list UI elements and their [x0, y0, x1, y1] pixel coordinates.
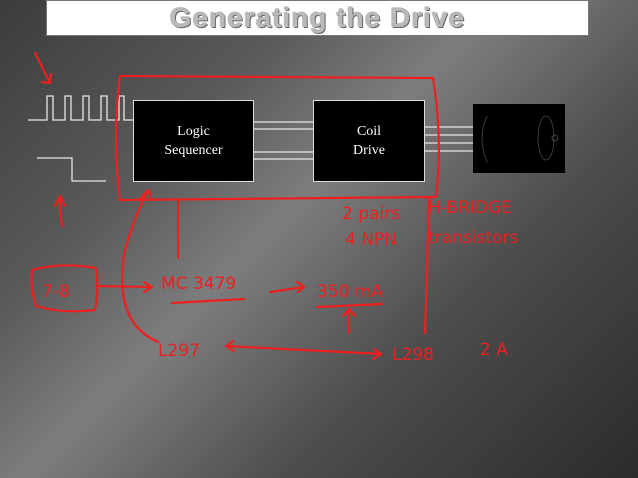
- mc-underline: [170, 297, 246, 305]
- note-transistors: transistors: [428, 228, 518, 248]
- note-npn: 4 NPN: [345, 230, 397, 250]
- mc-to-current-arrow: [268, 280, 306, 294]
- pulse-arrow: [33, 51, 53, 85]
- l298-label: L298: [392, 345, 434, 365]
- l297-label: L297: [158, 341, 200, 361]
- l297-curve: [121, 188, 160, 344]
- note-hbridge: H-BRIDGE: [428, 198, 512, 218]
- motor-drawing: [481, 115, 559, 163]
- mc-chip-label: MC 3479: [161, 274, 236, 294]
- logic-block-line-1: Logic: [177, 124, 210, 139]
- ratio-to-mc-arrow: [94, 280, 154, 294]
- coil-drive-block: Coil Drive: [313, 100, 425, 182]
- l297-l298-arrow: [224, 339, 383, 361]
- ratio-label: 7-8: [42, 282, 70, 302]
- mc-current-label: 350 mA: [317, 282, 383, 302]
- current-underline: [315, 302, 384, 309]
- logic-block-line-2: Sequencer: [164, 143, 223, 158]
- slide-title: Generating the Drive: [169, 2, 466, 33]
- enclosing-box: [114, 74, 440, 202]
- stepper-motor-icon: [473, 104, 565, 173]
- direction-signal: [37, 157, 106, 182]
- coil-block-line-1: Coil: [356, 124, 382, 139]
- coil-block-line-2: Drive: [353, 143, 385, 158]
- direction-arrow: [53, 194, 67, 228]
- l298-current-label: 2 A: [480, 340, 508, 360]
- pulse-train: [28, 95, 133, 121]
- current-up-arrow: [341, 307, 357, 335]
- ratio-box: [30, 264, 99, 313]
- logic-sequencer-block: Logic Sequencer: [133, 100, 254, 182]
- title-bar: Generating the Drive: [46, 0, 589, 36]
- l298-connector: [423, 196, 431, 335]
- note-pairs: 2 pairs: [342, 204, 400, 224]
